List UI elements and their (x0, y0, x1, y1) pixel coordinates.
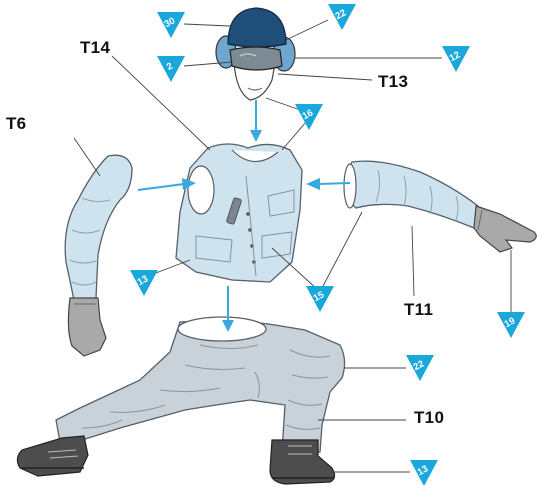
callout-goggle-strap: 12 (442, 46, 470, 72)
callout-sleeves: 15 (306, 286, 334, 312)
arrow-head-to-vest (250, 100, 262, 142)
left-boot (17, 436, 88, 476)
right-glove (474, 206, 536, 252)
callout-boots: 13 (410, 460, 438, 486)
arrow-right-arm-to-vest (306, 178, 350, 190)
callout-earphones: 22 (328, 4, 356, 30)
callout-helmet: 30 (157, 12, 185, 38)
callout-vest: 13 (130, 270, 158, 296)
part-label-t13: T13 (378, 72, 408, 92)
helmet (228, 8, 286, 47)
callout-face: 16 (295, 104, 323, 130)
part-label-t14: T14 (80, 38, 110, 58)
left-glove (68, 298, 106, 356)
right-boot (270, 440, 335, 484)
right-arm (344, 161, 478, 228)
goggles (230, 47, 282, 70)
callout-goggles: 2 (157, 56, 185, 82)
part-label-t11: T11 (404, 300, 433, 320)
callout-trousers: 22 (406, 355, 434, 381)
callout-glove: 19 (497, 312, 525, 338)
part-label-t10: T10 (414, 408, 444, 428)
part-label-t6: T6 (6, 114, 26, 134)
vest (176, 144, 302, 282)
left-arm (65, 155, 132, 300)
